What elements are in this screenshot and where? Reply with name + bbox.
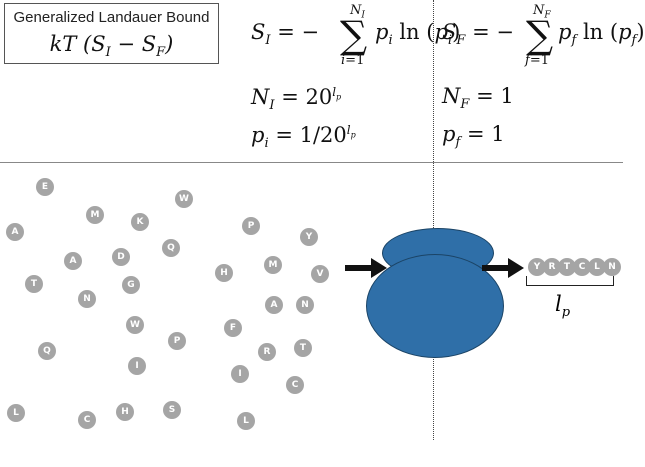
initial-sum-term: pi ln (pi) xyxy=(375,20,461,49)
chain-length-label: lp xyxy=(555,292,571,321)
amino-acid-ball: K xyxy=(131,213,149,231)
amino-acid-ball: H xyxy=(116,403,134,421)
vertical-dotted-divider xyxy=(433,0,434,440)
ribosome-large-subunit xyxy=(366,254,504,358)
amino-acid-ball: F xyxy=(224,319,242,337)
amino-acid-ball: C xyxy=(286,376,304,394)
amino-acid-ball: N xyxy=(296,296,314,314)
amino-acid-ball: A xyxy=(265,296,283,314)
amino-acid-ball: G xyxy=(122,276,140,294)
final-sum-upper: NF xyxy=(533,3,551,21)
amino-acid-ball: L xyxy=(7,404,25,422)
amino-acid-ball: H xyxy=(215,264,233,282)
amino-acid-ball: N xyxy=(78,290,96,308)
title-label: Generalized Landauer Bound xyxy=(13,9,210,26)
final-count-equation: NF = 1 xyxy=(442,84,514,113)
amino-acid-ball: I xyxy=(231,365,249,383)
chain-residue: R xyxy=(543,258,561,276)
output-arrow-icon xyxy=(482,258,524,278)
final-sum-term: pf ln (pf) xyxy=(558,20,645,49)
diagram: Generalized Landauer Bound kT (SI − SF) … xyxy=(0,0,645,440)
amino-acid-ball: V xyxy=(311,265,329,283)
chain-residue: C xyxy=(573,258,591,276)
amino-acid-ball: T xyxy=(294,339,312,357)
final-probability-equation: pf = 1 xyxy=(442,122,505,151)
amino-acid-ball: R xyxy=(258,343,276,361)
amino-acid-ball: M xyxy=(86,206,104,224)
landauer-formula: kT (SI − SF) xyxy=(49,32,174,61)
horizontal-divider xyxy=(0,162,623,163)
chain-residue: N xyxy=(603,258,621,276)
final-sigma: ∑ xyxy=(526,13,554,57)
chain-length-bracket xyxy=(526,276,614,286)
amino-acid-ball: E xyxy=(36,178,54,196)
amino-acid-ball: Q xyxy=(162,239,180,257)
initial-sum-upper: NI xyxy=(350,3,365,21)
amino-acid-ball: S xyxy=(163,401,181,419)
amino-acid-ball: Q xyxy=(38,342,56,360)
initial-entropy-equation: SI = − xyxy=(251,20,320,49)
initial-sigma: ∑ xyxy=(340,13,368,57)
initial-probability-equation: pi = 1/20lp xyxy=(251,123,356,152)
amino-acid-ball: T xyxy=(25,275,43,293)
amino-acid-ball: P xyxy=(242,217,260,235)
amino-acid-ball: W xyxy=(175,190,193,208)
final-entropy-equation: SF = − xyxy=(442,20,515,49)
amino-acid-ball: W xyxy=(126,316,144,334)
input-arrow-icon xyxy=(345,258,387,278)
amino-acid-ball: A xyxy=(6,223,24,241)
amino-acid-ball: A xyxy=(64,252,82,270)
amino-acid-ball: L xyxy=(237,412,255,430)
initial-sum-lower: i=1 xyxy=(341,53,365,68)
initial-count-equation: NI = 20lp xyxy=(251,85,342,114)
chain-residue: T xyxy=(558,258,576,276)
amino-acid-ball: Y xyxy=(300,228,318,246)
final-sum-lower: f=1 xyxy=(525,53,549,68)
amino-acid-ball: P xyxy=(168,332,186,350)
amino-acid-ball: C xyxy=(78,411,96,429)
amino-acid-ball: M xyxy=(264,256,282,274)
amino-acid-ball: I xyxy=(128,357,146,375)
amino-acid-ball: D xyxy=(112,248,130,266)
chain-residue: L xyxy=(588,258,606,276)
title-box: Generalized Landauer Bound kT (SI − SF) xyxy=(4,3,219,64)
chain-residue: Y xyxy=(528,258,546,276)
